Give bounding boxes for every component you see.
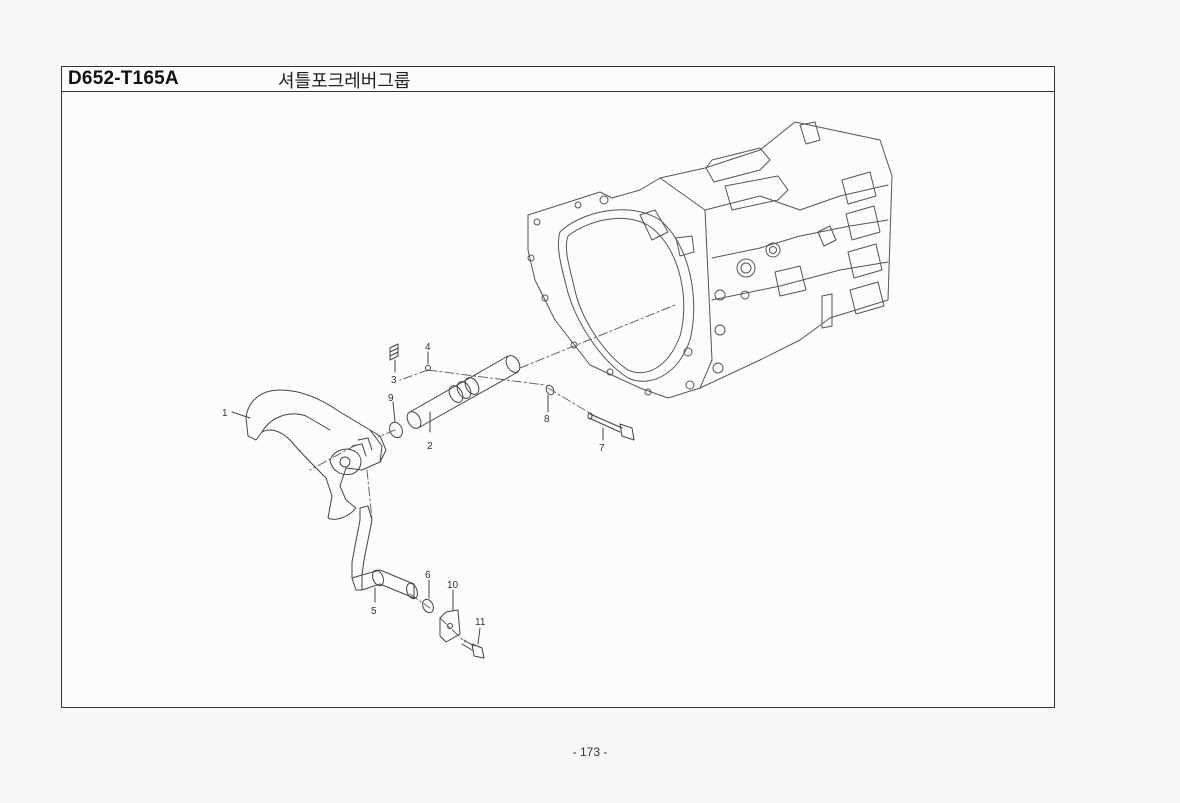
part-label-9: 9 (388, 393, 394, 404)
part-8-washer (545, 384, 555, 396)
diagram-code: D652-T165A (68, 68, 179, 89)
part-5-shuttle-lever (351, 505, 418, 600)
part-label-3: 3 (391, 375, 397, 386)
sheet-header: D652-T165A 셔틀포크레버그룹 (62, 67, 1054, 92)
part-7-bolt (587, 412, 635, 441)
part-label-11: 11 (475, 617, 486, 628)
part-label-2: 2 (427, 441, 433, 452)
part-6-o-ring (422, 598, 434, 614)
part-4-ball (425, 365, 431, 371)
part-10-stopper-plate (439, 609, 461, 643)
part-1-shift-fork (245, 389, 387, 520)
diagram-title: 셔틀포크레버그룹 (278, 71, 411, 92)
part-2-shift-rail (406, 355, 521, 429)
part-9-o-ring (389, 421, 403, 439)
part-label-4: 4 (425, 342, 431, 353)
transmission-housing (527, 121, 893, 399)
part-label-5: 5 (371, 606, 377, 617)
assembly-guide-lines (309, 304, 676, 643)
page-number: - 173 - (572, 745, 608, 759)
part-11-bolt (461, 639, 485, 659)
part-label-8: 8 (544, 414, 550, 425)
parts-sheet: D652-T165A 셔틀포크레버그룹 (61, 66, 1055, 708)
part-label-10: 10 (447, 580, 459, 591)
leader-lines (231, 351, 604, 645)
part-label-1: 1 (222, 408, 228, 419)
part-label-6: 6 (425, 570, 431, 581)
part-3-spring (389, 343, 399, 361)
part-label-7: 7 (599, 443, 605, 454)
